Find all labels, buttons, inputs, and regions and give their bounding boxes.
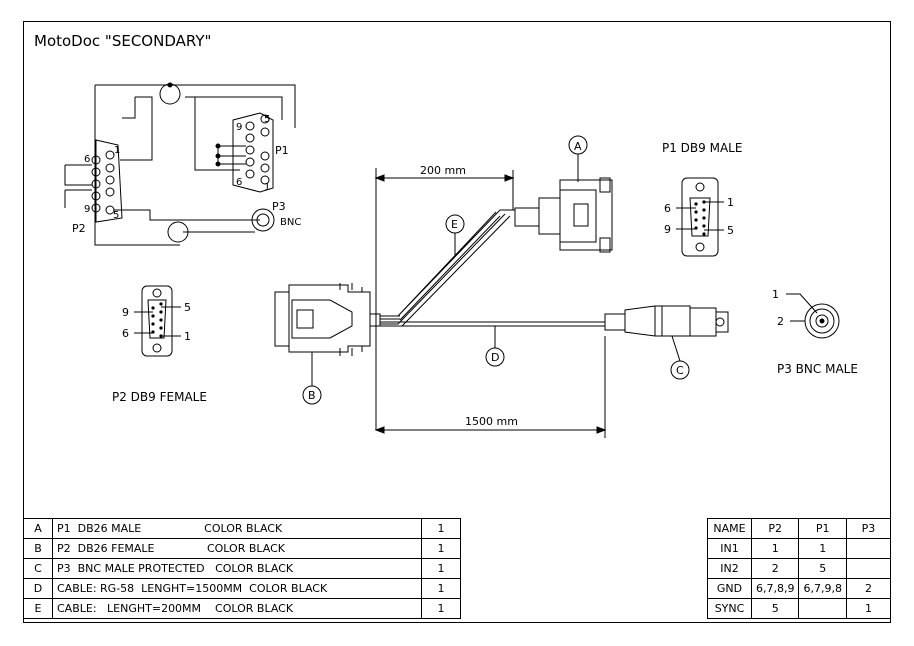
p2-pin-1: 1 — [114, 145, 120, 156]
p3-face-pin-1: 1 — [772, 288, 779, 301]
pinmap-cell: SYNC — [707, 598, 752, 619]
p2-schematic-connector — [95, 139, 123, 223]
svg-text:D: D — [491, 351, 499, 364]
pinmap-cell: 5 — [750, 598, 800, 619]
page-title: MotoDoc "SECONDARY" — [34, 32, 212, 50]
p3-face-view: 1 2 P3 BNC MALE — [772, 288, 858, 376]
p2-pin-9: 9 — [84, 204, 90, 215]
p2-face-view: 9 6 5 1 P2 DB9 FEMALE — [112, 285, 207, 404]
p1-pin-6: 6 — [236, 177, 242, 188]
bom-cell-id: B — [23, 538, 53, 559]
p3-face-pin-2: 2 — [777, 315, 784, 328]
pinmap-cell: 1 — [798, 538, 847, 559]
wiring-schematic: 9 5 6 1 P1 6 1 9 5 P2 P3 BNC — [64, 82, 301, 246]
bom-cell-desc: P3 BNC MALE PROTECTED COLOR BLACK — [52, 558, 422, 579]
p1-face-pin-9: 9 — [664, 223, 671, 236]
bnc-schematic-outer — [251, 208, 275, 232]
bom-cell-desc: CABLE: RG-58 LENGHT=1500MM COLOR BLACK — [52, 578, 422, 599]
svg-text:B: B — [308, 389, 316, 402]
svg-text:E: E — [451, 218, 458, 231]
p3-caption: P3 BNC MALE — [777, 362, 858, 376]
p1-pin-1: 1 — [264, 182, 270, 193]
p2-pin-6: 6 — [84, 154, 90, 165]
bom-cell-qty: 1 — [421, 538, 461, 559]
pinmap-cell: P2 — [750, 518, 800, 539]
bom-cell-desc: CABLE: LENGHT=200MM COLOR BLACK — [52, 598, 422, 619]
shield-loop-2 — [167, 221, 189, 243]
svg-text:C: C — [676, 364, 684, 377]
bom-cell-qty: 1 — [421, 518, 461, 539]
bom-cell-id: D — [23, 578, 53, 599]
pinmap-cell: P3 — [845, 518, 891, 539]
pinmap-cell: IN2 — [707, 558, 752, 579]
p2-face-pin-9: 9 — [122, 306, 129, 319]
drawing-frame — [23, 21, 891, 623]
schem-p1-label: P1 — [275, 144, 289, 157]
bom-cell-id: C — [23, 558, 53, 579]
dim-200-label: 200 mm — [420, 164, 466, 177]
bom-cell-desc: P1 DB26 MALE COLOR BLACK — [52, 518, 422, 539]
dim-1500-label: 1500 mm — [465, 415, 518, 428]
schem-bnc-label: BNC — [280, 217, 301, 228]
bom-cell-qty: 1 — [421, 558, 461, 579]
pinmap-cell: 6,7,9,8 — [798, 578, 847, 599]
bom-cell-desc: P2 DB26 FEMALE COLOR BLACK — [52, 538, 422, 559]
p2-face-pin-6: 6 — [122, 327, 129, 340]
p1-face-view: 6 9 1 5 P1 DB9 MALE — [662, 141, 742, 257]
pinmap-cell — [845, 538, 891, 559]
p2-face-pin-5: 5 — [184, 301, 191, 314]
p1-face-pin-5: 5 — [727, 224, 734, 237]
pinmap-cell: GND — [707, 578, 752, 599]
pinmap-cell — [845, 558, 891, 579]
p2-caption: P2 DB9 FEMALE — [112, 390, 207, 404]
p1-pin-9: 9 — [236, 122, 242, 133]
bom-cell-qty: 1 — [421, 578, 461, 599]
bom-cell-id: A — [23, 518, 53, 539]
p2-pin-5: 5 — [113, 210, 119, 221]
p1-schematic-connector — [232, 112, 274, 193]
pinmap-cell: 1 — [845, 598, 891, 619]
cable-assembly: 200 mm 1500 mm A B C D E — [274, 135, 729, 438]
pinmap-cell — [798, 598, 847, 619]
pinmap-cell: IN1 — [707, 538, 752, 559]
svg-text:A: A — [574, 140, 582, 153]
pinmap-cell: NAME — [707, 518, 752, 539]
junction-dot — [167, 82, 173, 88]
pinmap-cell: 1 — [750, 538, 800, 559]
schem-p3-label: P3 — [272, 200, 286, 213]
pinmap-cell: 6,7,8,9 — [750, 578, 800, 599]
p1-caption: P1 DB9 MALE — [662, 141, 742, 155]
pinmap-cell: 5 — [798, 558, 847, 579]
pinmap-cell: 2 — [845, 578, 891, 599]
p1-face-pin-1: 1 — [727, 196, 734, 209]
p2-face-pin-1: 1 — [184, 330, 191, 343]
pinmap-cell: P1 — [798, 518, 847, 539]
bom-cell-qty: 1 — [421, 598, 461, 619]
p1-pin-5: 5 — [264, 114, 270, 125]
pinmap-cell: 2 — [750, 558, 800, 579]
bom-cell-id: E — [23, 598, 53, 619]
schem-p2-label: P2 — [72, 222, 86, 235]
p1-face-pin-6: 6 — [664, 202, 671, 215]
